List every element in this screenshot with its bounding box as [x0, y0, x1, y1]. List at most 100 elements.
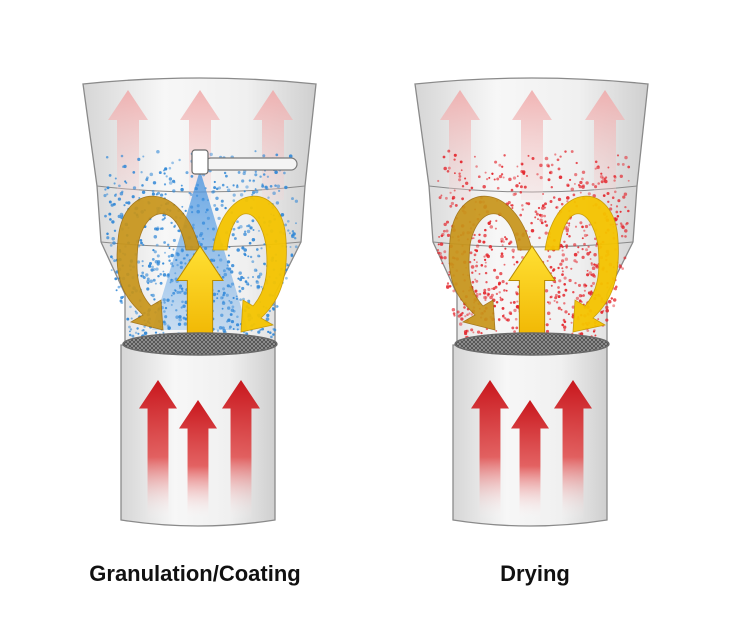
- particle: [502, 176, 505, 179]
- particle: [108, 212, 112, 216]
- particle: [163, 217, 166, 219]
- exhaust-air-arrow-icon: [108, 90, 148, 200]
- particle: [272, 333, 275, 336]
- particle: [583, 229, 586, 232]
- particle: [154, 227, 157, 230]
- particle: [483, 233, 487, 238]
- particle: [250, 284, 253, 287]
- particle: [621, 162, 625, 166]
- particle: [612, 304, 616, 308]
- particle: [289, 245, 292, 249]
- particle: [117, 197, 122, 201]
- particle: [257, 330, 261, 334]
- particle: [157, 191, 160, 195]
- particle: [625, 223, 628, 226]
- particle: [568, 235, 571, 238]
- particle: [155, 267, 159, 271]
- particle: [501, 280, 505, 284]
- particle: [233, 237, 237, 240]
- particle: [275, 153, 279, 157]
- particle: [487, 221, 491, 225]
- particle: [622, 195, 626, 199]
- particle: [247, 255, 250, 258]
- particle: [557, 290, 561, 294]
- particle: [482, 240, 486, 244]
- particle: [478, 272, 481, 275]
- particle: [267, 196, 270, 199]
- particle: [129, 330, 131, 333]
- particle: [504, 317, 507, 320]
- particle: [141, 264, 144, 267]
- particle: [220, 203, 224, 207]
- particle: [103, 194, 107, 198]
- particle: [470, 313, 474, 316]
- particle: [245, 185, 249, 189]
- particle: [238, 271, 242, 275]
- particle: [466, 329, 469, 333]
- particle: [154, 282, 157, 285]
- particle: [484, 265, 487, 268]
- particle: [168, 177, 173, 181]
- particle: [264, 185, 268, 189]
- particle: [496, 186, 500, 190]
- particle: [132, 186, 137, 190]
- particle: [516, 300, 519, 303]
- particle: [619, 222, 623, 225]
- particle: [511, 207, 514, 209]
- particle: [125, 181, 128, 184]
- particle: [458, 178, 462, 182]
- particle: [516, 175, 519, 178]
- particle: [163, 251, 167, 254]
- particle: [156, 226, 160, 230]
- particle: [110, 269, 113, 272]
- particle: [438, 196, 442, 200]
- particle: [146, 287, 150, 291]
- particle: [545, 323, 549, 327]
- particle: [456, 310, 460, 314]
- particle: [525, 174, 529, 178]
- particle: [149, 279, 153, 284]
- particle: [143, 331, 148, 336]
- particle: [563, 302, 566, 305]
- particle: [440, 194, 443, 197]
- particle: [579, 191, 582, 194]
- particle: [594, 237, 597, 241]
- particle: [215, 207, 219, 211]
- particle: [490, 248, 494, 251]
- particle: [237, 226, 241, 230]
- particle: [114, 277, 118, 281]
- particle: [482, 291, 487, 295]
- particle: [511, 326, 515, 330]
- particle: [439, 242, 444, 246]
- particle: [162, 262, 165, 265]
- particle: [549, 265, 553, 269]
- particle: [106, 236, 110, 240]
- particle: [624, 205, 627, 209]
- particle: [280, 213, 285, 217]
- particle: [615, 223, 618, 226]
- particle: [226, 188, 231, 193]
- particle: [491, 172, 494, 175]
- particle: [478, 293, 482, 296]
- particle: [562, 293, 566, 297]
- particle: [544, 231, 548, 235]
- particle: [498, 291, 501, 294]
- particle: [157, 274, 160, 278]
- particle: [106, 232, 109, 236]
- particle: [473, 253, 477, 257]
- particle: [473, 155, 476, 158]
- particle: [461, 184, 465, 188]
- particle: [445, 285, 450, 290]
- particle: [478, 233, 481, 236]
- particle: [459, 322, 463, 326]
- particle: [513, 330, 516, 333]
- particle: [624, 155, 628, 160]
- particle: [544, 156, 549, 161]
- particle: [152, 248, 155, 252]
- particle: [272, 191, 276, 195]
- particle: [285, 276, 288, 280]
- particle: [255, 248, 259, 251]
- particle: [460, 317, 464, 321]
- particle: [474, 269, 477, 272]
- particle: [576, 251, 580, 254]
